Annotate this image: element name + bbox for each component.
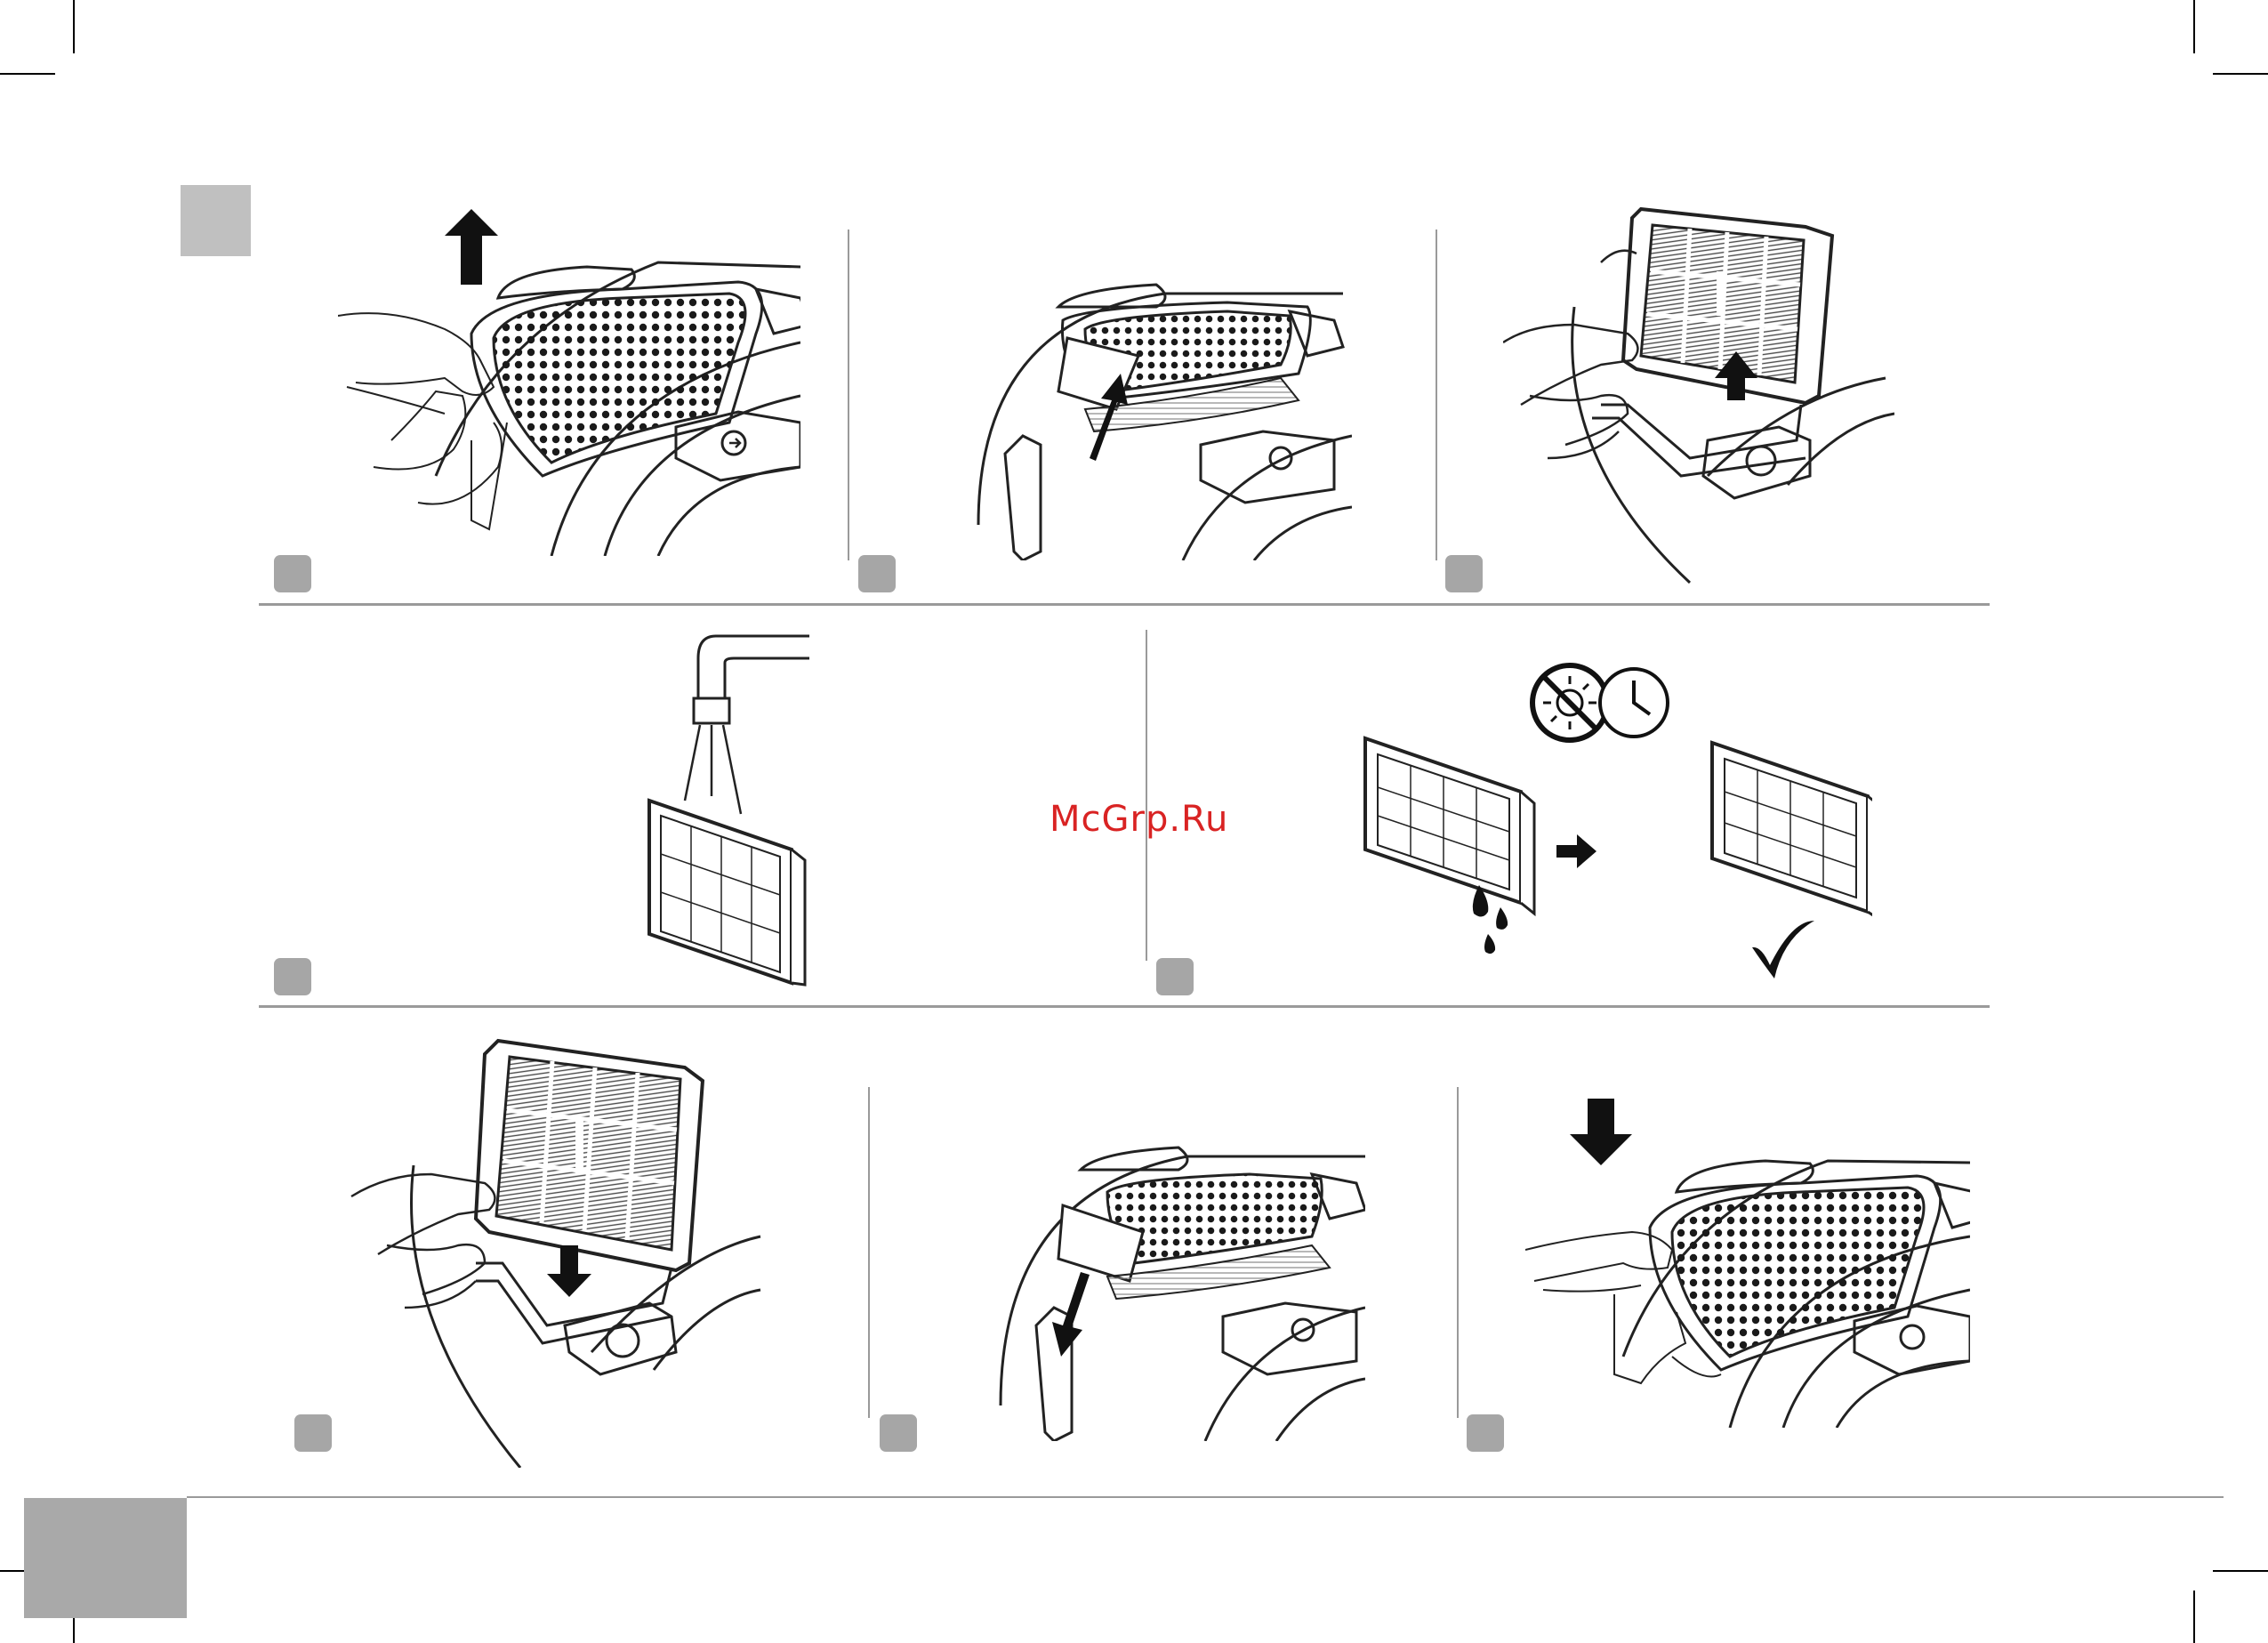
step-3-illustration [1503,191,1894,592]
footer-rule [187,1496,2224,1498]
arrow-right-icon [1556,834,1596,868]
step-badge-1 [274,555,311,592]
step-badge-7 [880,1414,917,1452]
no-sun-icon [1532,665,1607,740]
step-4-illustration [636,627,823,987]
crop-mark [0,73,55,75]
clock-icon [1600,669,1668,737]
step-7-illustration [974,1121,1365,1441]
step-2-illustration [961,267,1352,560]
crop-mark [2193,0,2195,53]
crop-mark [73,0,75,53]
step-1-illustration [338,209,800,556]
watermark-text: McGrp.Ru [1050,799,1228,840]
row-divider [259,1005,1990,1008]
water-tap-icon [698,636,809,698]
step-badge-3 [1445,555,1483,592]
step-5-illustration [1356,663,1872,983]
column-divider [868,1087,870,1418]
column-divider [1146,630,1147,961]
step-badge-6 [294,1414,332,1452]
column-divider [1457,1087,1459,1418]
arrow-down-icon [1570,1099,1632,1165]
page-tab-marker [24,1498,187,1618]
step-badge-8 [1467,1414,1504,1452]
arrow-up-icon [445,209,498,285]
checkmark-icon [1752,921,1814,979]
crop-mark [2213,73,2268,75]
column-divider [848,230,849,560]
row-divider [259,603,1990,606]
crop-mark [2193,1591,2195,1643]
crop-mark [2213,1570,2268,1572]
step-badge-4 [274,958,311,995]
section-marker [181,185,251,256]
step-badge-5 [1156,958,1194,995]
arrow-down-icon [1052,1272,1090,1357]
step-badge-2 [858,555,896,592]
column-divider [1436,230,1437,560]
step-8-illustration [1525,1090,1970,1428]
step-6-illustration [342,1032,769,1468]
